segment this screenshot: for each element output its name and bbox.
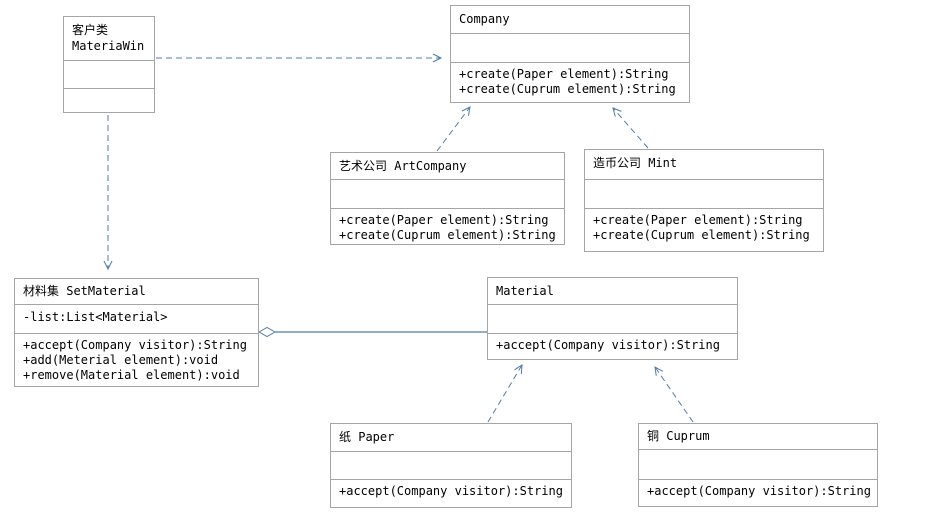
class-company-operations: +create(Paper element):String +create(Cu… bbox=[451, 62, 689, 102]
class-material-attributes bbox=[488, 304, 737, 333]
class-title-line: 艺术公司 ArtCompany bbox=[339, 159, 467, 173]
class-artcompany-attributes bbox=[331, 179, 564, 208]
realization-arrow-paper-material[interactable] bbox=[487, 364, 523, 423]
class-title-line: 铜 Cuprum bbox=[647, 429, 710, 443]
class-materiawin[interactable]: 客户类 MateriaWin bbox=[63, 16, 155, 113]
class-company-title: Company bbox=[451, 6, 689, 33]
class-setmaterial-attributes: -list:List<Material> bbox=[15, 304, 258, 333]
class-cuprum-title: 铜 Cuprum bbox=[639, 424, 877, 449]
class-setmaterial-title: 材料集 SetMaterial bbox=[15, 279, 258, 304]
class-cuprum-operations: +accept(Company visitor):String bbox=[639, 479, 877, 506]
operation: +accept(Company visitor):String bbox=[647, 484, 871, 498]
operation: +accept(Company visitor):String bbox=[496, 338, 720, 352]
class-title-line: MateriaWin bbox=[72, 39, 145, 53]
aggregation-diamond bbox=[257, 326, 277, 338]
class-mint-attributes bbox=[585, 179, 823, 208]
class-artcompany-title: 艺术公司 ArtCompany bbox=[331, 153, 564, 179]
class-setmaterial[interactable]: 材料集 SetMaterial -list:List<Material> +ac… bbox=[14, 278, 259, 387]
operation: +create(Cuprum element):String bbox=[593, 228, 810, 242]
operation: +accept(Company visitor):String bbox=[23, 338, 247, 352]
operation: +accept(Company visitor):String bbox=[339, 484, 563, 498]
class-cuprum[interactable]: 铜 Cuprum +accept(Company visitor):String bbox=[638, 423, 878, 507]
class-materiawin-operations bbox=[64, 88, 154, 112]
realization-arrow-mint-company[interactable] bbox=[612, 107, 649, 149]
operation: +create(Paper element):String bbox=[593, 213, 803, 227]
class-material[interactable]: Material +accept(Company visitor):String bbox=[487, 277, 738, 360]
operation: +create(Paper element):String bbox=[459, 67, 669, 81]
class-title-line: 客户类 bbox=[72, 23, 109, 37]
class-mint-title: 造币公司 Mint bbox=[585, 150, 823, 179]
class-paper[interactable]: 纸 Paper +accept(Company visitor):String bbox=[330, 423, 572, 508]
class-title-line: 材料集 SetMaterial bbox=[23, 284, 146, 298]
class-paper-title: 纸 Paper bbox=[331, 424, 571, 451]
class-artcompany-operations: +create(Paper element):String +create(Cu… bbox=[331, 208, 564, 244]
operation: +remove(Material element):void bbox=[23, 368, 240, 382]
class-title-line: 造币公司 Mint bbox=[593, 156, 678, 170]
realization-arrow-artcompany-company[interactable] bbox=[436, 106, 471, 152]
operation: +create(Paper element):String bbox=[339, 213, 549, 227]
realization-arrow-cuprum-material[interactable] bbox=[654, 366, 694, 423]
class-setmaterial-operations: +accept(Company visitor):String +add(Met… bbox=[15, 333, 258, 386]
class-materiawin-attributes bbox=[64, 60, 154, 88]
class-paper-operations: +accept(Company visitor):String bbox=[331, 479, 571, 507]
class-title-line: Material bbox=[496, 284, 554, 298]
class-company[interactable]: Company +create(Paper element):String +c… bbox=[450, 5, 690, 103]
class-paper-attributes bbox=[331, 451, 571, 479]
class-artcompany[interactable]: 艺术公司 ArtCompany +create(Paper element):S… bbox=[330, 152, 565, 245]
class-material-title: Material bbox=[488, 278, 737, 304]
class-mint-operations: +create(Paper element):String +create(Cu… bbox=[585, 208, 823, 251]
class-mint[interactable]: 造币公司 Mint +create(Paper element):String … bbox=[584, 149, 824, 252]
class-material-operations: +accept(Company visitor):String bbox=[488, 333, 737, 359]
class-company-attributes bbox=[451, 33, 689, 62]
class-cuprum-attributes bbox=[639, 449, 877, 479]
operation: +add(Meterial element):void bbox=[23, 353, 219, 367]
class-materiawin-title: 客户类 MateriaWin bbox=[64, 17, 154, 60]
operation: +create(Cuprum element):String bbox=[339, 228, 556, 242]
operation: +create(Cuprum element):String bbox=[459, 82, 676, 96]
class-title-line: Company bbox=[459, 12, 510, 26]
class-title-line: 纸 Paper bbox=[339, 430, 395, 444]
attribute: -list:List<Material> bbox=[23, 310, 168, 324]
